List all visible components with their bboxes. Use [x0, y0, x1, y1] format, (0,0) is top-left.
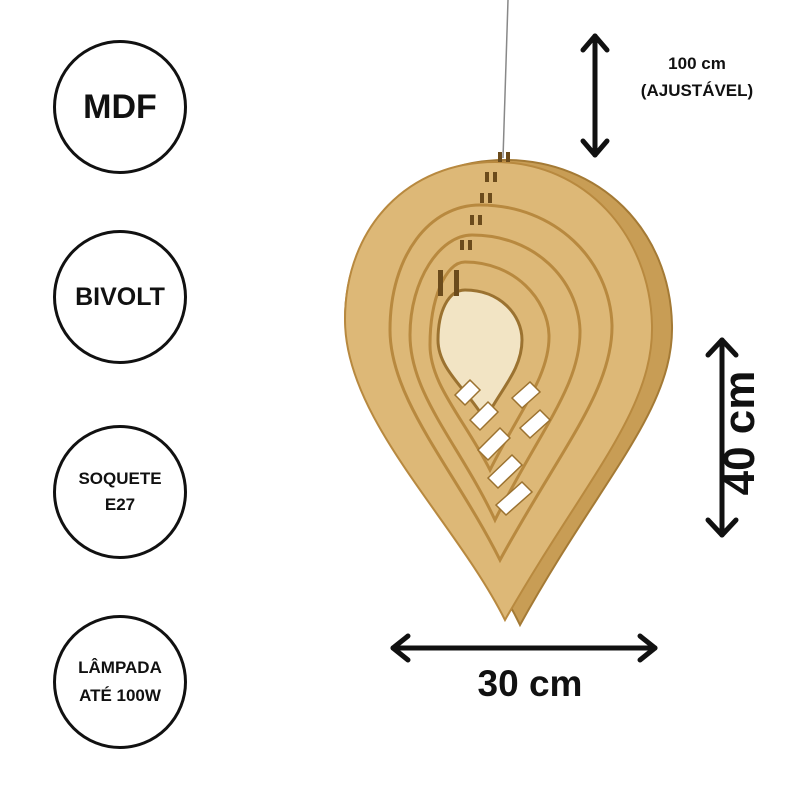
cable-length-arrow — [580, 33, 610, 158]
lamp-body — [343, 152, 674, 628]
lamp-slat-openings — [453, 378, 552, 517]
width-arrow — [390, 633, 658, 663]
badge-lamp-line2: ATÉ 100W — [79, 686, 161, 705]
lamp-ring — [388, 203, 614, 564]
height-arrow — [705, 337, 739, 538]
width-label: 30 cm — [430, 663, 630, 705]
badge-bivolt-label: BIVOLT — [75, 282, 165, 311]
width-value: 30 cm — [477, 663, 583, 704]
cable-length-label: 100 cm (AJUSTÁVEL) — [612, 50, 782, 104]
badge-mdf-label: MDF — [83, 87, 157, 126]
badge-lamp-line1: LÂMPADA — [78, 658, 162, 677]
badge-socket-line2: E27 — [104, 495, 136, 514]
lamp-ring — [408, 233, 582, 524]
cable-length-note: (AJUSTÁVEL) — [640, 81, 754, 100]
badge-mdf: MDF — [53, 40, 187, 174]
cable-length-value: 100 cm — [668, 54, 726, 73]
suspension-cable — [502, 0, 509, 159]
height-value: 40 cm — [715, 370, 764, 496]
lamp-top-slots — [438, 152, 510, 296]
badge-socket: SOQUETE E27 — [53, 425, 187, 559]
badge-lamp: LÂMPADA ATÉ 100W — [53, 615, 187, 749]
badge-socket-line1: SOQUETE — [78, 469, 162, 488]
lamp-ring — [428, 260, 551, 474]
badge-bivolt: BIVOLT — [53, 230, 187, 364]
